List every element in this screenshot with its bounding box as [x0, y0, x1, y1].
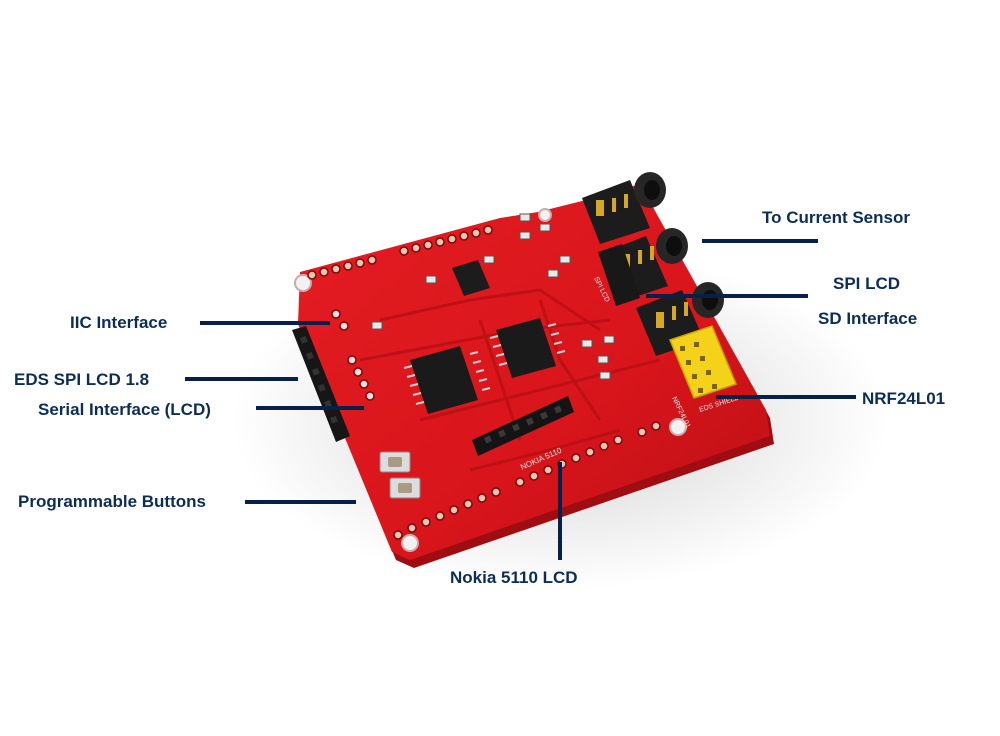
callout-iic-interface: IIC Interface	[70, 313, 168, 332]
callout-to-current-sensor: To Current Sensor	[762, 208, 910, 227]
left-header-pins	[300, 335, 338, 424]
callout-leader-lines	[185, 239, 856, 560]
callout-eds-spi-lcd: EDS SPI LCD 1.8	[14, 370, 150, 389]
mounting-holes	[294, 208, 687, 552]
callout-nrf24l01: NRF24L01	[862, 389, 946, 408]
bottom-pin-row	[393, 421, 661, 540]
callout-spi-lcd: SPI LCD	[833, 274, 901, 293]
spi-socket	[598, 244, 640, 306]
callout-sd-interface: SD Interface	[818, 309, 918, 328]
nrf24l01-socket	[668, 325, 738, 399]
smd-components	[371, 213, 615, 380]
ic-chip-left	[403, 346, 491, 414]
voltage-regulator	[452, 260, 490, 296]
nokia-5110-header	[472, 396, 574, 456]
programmable-button-1	[379, 451, 411, 473]
pcb-traces	[359, 288, 661, 472]
callout-nokia-lcd: Nokia 5110 LCD	[450, 568, 578, 587]
audio-jack-top	[582, 172, 666, 244]
callout-serial-interface: Serial Interface (LCD)	[38, 400, 211, 419]
callout-programmable-buttons: Programmable Buttons	[18, 492, 206, 511]
ic-chip-right	[489, 318, 566, 378]
programmable-button-2	[389, 477, 421, 499]
top-pin-row	[307, 225, 493, 280]
iic-pads	[331, 309, 375, 401]
